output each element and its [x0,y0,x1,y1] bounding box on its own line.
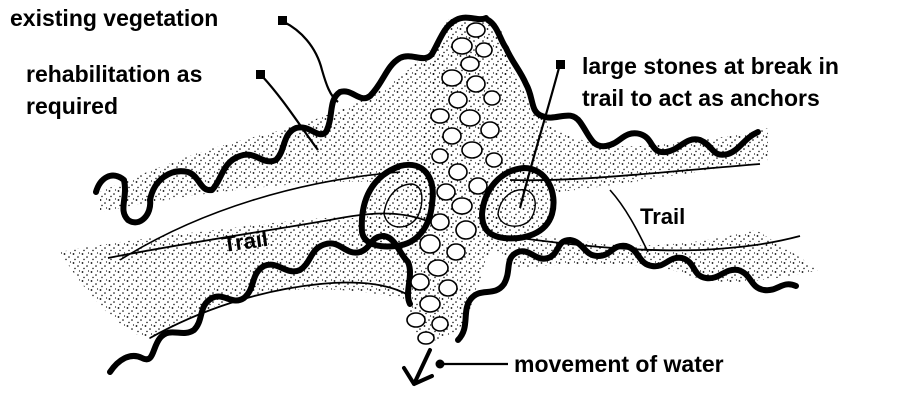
leader-rehabilitation-dot [256,70,265,79]
label-movement-of-water: movement of water [514,350,724,378]
leader-large-stones-dot [556,60,565,69]
label-existing-vegetation: existing vegetation [10,4,218,32]
leader-existing-vegetation-dot [278,16,287,25]
leader-existing-vegetation [284,22,338,102]
label-rehabilitation-line2: required [26,92,118,120]
label-rehabilitation-line1: rehabilitation as [26,60,202,88]
label-large-stones-line1: large stones at break in [582,52,839,80]
water-flow-arrow-icon [404,350,432,384]
leader-movement-of-water-dot [436,360,445,369]
label-large-stones-line2: trail to act as anchors [582,84,820,112]
trail-label-right: Trail [640,204,685,229]
